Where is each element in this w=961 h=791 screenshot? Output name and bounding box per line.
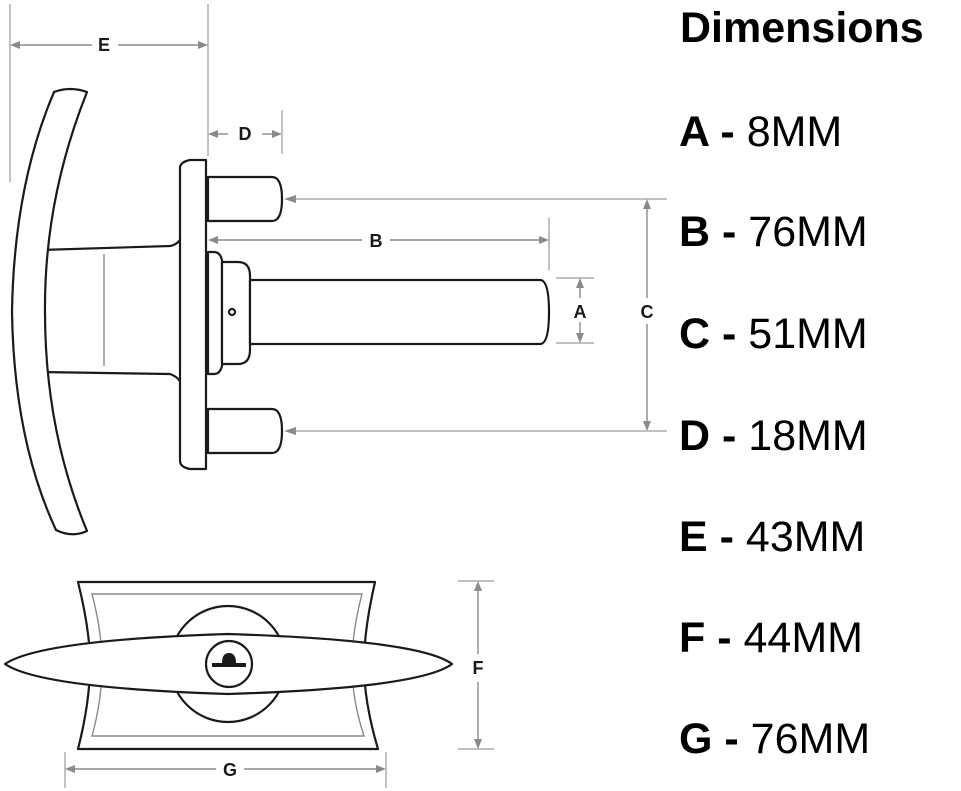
legend-value: 76MM xyxy=(750,715,871,763)
dimension-label-b: B xyxy=(370,231,383,251)
legend-separator: - xyxy=(710,310,749,358)
legend-value: 44MM xyxy=(743,614,863,662)
legend-separator: - xyxy=(708,108,747,156)
top-view xyxy=(3,580,454,751)
keyhole-ring xyxy=(204,639,254,689)
top-view-dimensions: F G xyxy=(64,580,494,788)
dimension-label-a: A xyxy=(574,302,587,322)
spindle-collar-outer xyxy=(206,250,224,376)
legend-item-c: C - 51MM xyxy=(679,313,868,356)
keyhole-icon xyxy=(212,653,246,667)
lower-stud xyxy=(206,407,284,455)
legend-separator: - xyxy=(707,513,746,561)
dimension-label-e: E xyxy=(98,35,110,55)
dimension-label-d: D xyxy=(239,124,252,144)
legend-separator: - xyxy=(705,614,744,662)
legend-letter: A xyxy=(679,108,709,156)
legend-item-b: B - 76MM xyxy=(679,211,868,254)
legend-item-d: D - 18MM xyxy=(679,415,868,458)
spindle-collar xyxy=(220,260,252,366)
dimension-label-c: C xyxy=(641,302,654,322)
legend-item-a: A - 8MM xyxy=(679,111,842,154)
lock-pin-icon xyxy=(227,307,237,317)
legend-letter: G xyxy=(679,715,713,763)
legend-value: 43MM xyxy=(745,513,866,561)
side-view xyxy=(10,87,551,536)
legend-value: 51MM xyxy=(748,310,868,358)
legend-letter: E xyxy=(679,513,708,561)
legend-value: 18MM xyxy=(748,412,868,460)
legend-letter: C xyxy=(679,310,711,358)
dimension-label-f: F xyxy=(473,658,484,678)
spindle xyxy=(248,278,551,346)
base-plate xyxy=(178,158,208,471)
handle-neck xyxy=(38,226,186,394)
legend-value: 8MM xyxy=(746,108,843,156)
legend-item-g: G - 76MM xyxy=(679,718,870,761)
legend-value: 76MM xyxy=(748,208,868,256)
side-view-dimensions: E D B A C xyxy=(9,4,667,435)
dimension-label-g: G xyxy=(223,760,237,780)
legend-letter: B xyxy=(679,208,711,256)
legend-item-f: F - 44MM xyxy=(679,617,863,660)
legend-title: Dimensions xyxy=(680,4,924,52)
legend-item-e: E - 43MM xyxy=(679,516,865,559)
legend-letter: F xyxy=(679,614,706,662)
legend-letter: D xyxy=(679,412,711,460)
legend-separator: - xyxy=(710,412,749,460)
handle-grip xyxy=(10,87,89,536)
upper-stud xyxy=(206,175,284,223)
legend-separator: - xyxy=(710,208,749,256)
legend-separator: - xyxy=(712,715,751,763)
